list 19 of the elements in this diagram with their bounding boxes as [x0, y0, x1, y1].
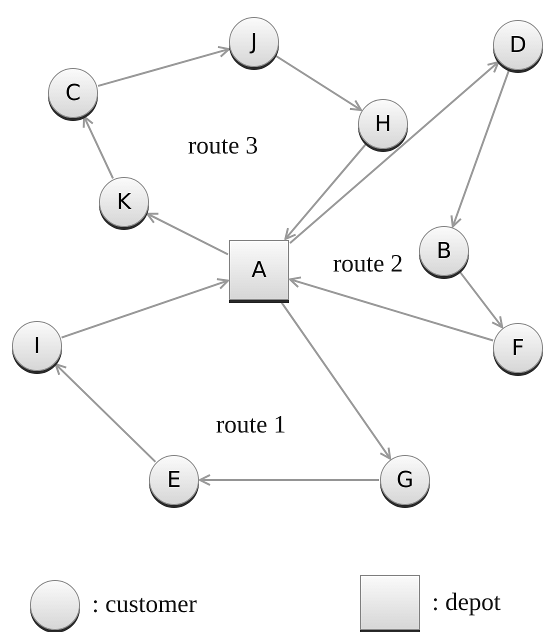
- route-label: route 1: [216, 412, 286, 438]
- route-label: route 3: [188, 134, 258, 158]
- legend-text: : customer: [92, 590, 197, 620]
- arrow: [146, 212, 228, 256]
- arrow: [275, 55, 362, 112]
- arrow: [98, 46, 230, 87]
- arrow: [280, 300, 392, 460]
- arrow: [199, 474, 379, 486]
- arrow: [61, 278, 229, 339]
- arrow: [289, 61, 500, 244]
- arrow: [82, 116, 114, 179]
- arrow: [284, 143, 367, 240]
- depot-square: A: [229, 240, 289, 300]
- arrow: [450, 69, 510, 228]
- arrow: [289, 276, 494, 342]
- arrow: [54, 363, 156, 463]
- legend-text: : depot: [432, 588, 501, 618]
- route-label: route 2: [332, 252, 404, 276]
- arrow: [458, 271, 504, 328]
